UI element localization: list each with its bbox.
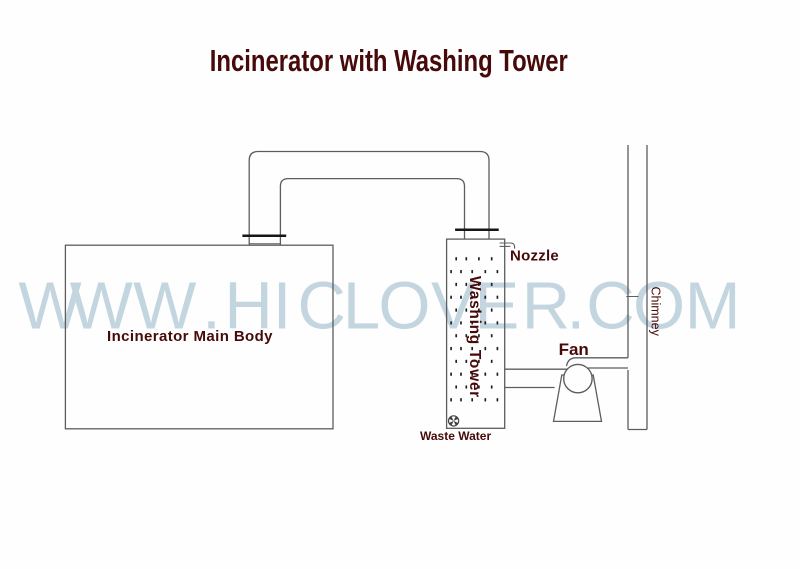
svg-text:Fan: Fan [559,340,589,359]
svg-text:Chimney: Chimney [649,287,663,337]
svg-text:Waste Water: Waste Water [420,429,491,443]
svg-text:Nozzle: Nozzle [510,248,559,265]
svg-text:WWW.HICLOVER.COM: WWW.HICLOVER.COM [18,268,740,343]
svg-text:Washing Tower: Washing Tower [466,276,483,398]
svg-text:Incinerator with Washing Tower: Incinerator with Washing Tower [210,43,568,78]
svg-text:Incinerator Main Body: Incinerator Main Body [107,328,273,345]
